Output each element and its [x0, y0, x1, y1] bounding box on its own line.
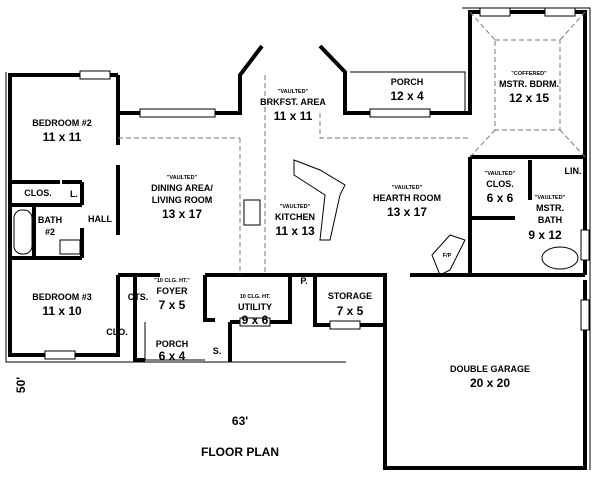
svg-text:6 x 6: 6 x 6: [487, 191, 514, 205]
ceiling-lines: [118, 11, 586, 275]
linen-label: L.: [70, 189, 78, 199]
svg-text:"VAULTED": "VAULTED": [392, 185, 423, 191]
svg-text:10 CLG. HT.: 10 CLG. HT.: [240, 294, 271, 300]
pantry-label: P.: [300, 276, 307, 286]
bath-2-label: BATH: [38, 215, 62, 225]
svg-text:20 x 20: 20 x 20: [470, 376, 510, 390]
depth-dimension: 50': [14, 377, 28, 393]
svg-text:9 x 6: 9 x 6: [242, 313, 269, 327]
vanity: [59, 239, 81, 255]
room-hearth: "VAULTED" HEARTH ROOM 13 x 17: [373, 185, 441, 219]
svg-text:KITCHEN: KITCHEN: [275, 212, 315, 222]
svg-text:13 x 17: 13 x 17: [162, 207, 202, 221]
svg-text:BEDROOM #3: BEDROOM #3: [32, 292, 92, 302]
svg-text:"VAULTED": "VAULTED": [278, 89, 309, 95]
svg-text:CLOS.: CLOS.: [486, 179, 514, 189]
room-breakfast: "VAULTED" BRKFST. AREA 11 x 11: [260, 89, 326, 123]
svg-text:6 x 4: 6 x 4: [159, 349, 186, 363]
room-garage: DOUBLE GARAGE 20 x 20: [450, 364, 530, 390]
cts-label: CTS.: [128, 292, 149, 302]
bathtub: [13, 209, 33, 255]
svg-text:"VAULTED": "VAULTED": [485, 171, 516, 177]
kitchen-island: [293, 159, 346, 241]
room-storage: STORAGE 7 x 5: [328, 291, 372, 318]
closet-label: CLOS.: [24, 188, 52, 198]
room-bedroom-2: BEDROOM #2 11 x 11: [32, 118, 92, 144]
closet-b3-label: CLO.: [106, 327, 128, 337]
svg-text:"COFFERED": "COFFERED": [511, 71, 547, 77]
svg-text:DOUBLE GARAGE: DOUBLE GARAGE: [450, 364, 530, 374]
svg-text:BRKFST. AREA: BRKFST. AREA: [260, 97, 326, 107]
svg-text:11 x 11: 11 x 11: [43, 130, 82, 144]
width-dimension: 63': [232, 414, 248, 428]
svg-text:LIVING ROOM: LIVING ROOM: [152, 195, 213, 205]
room-dining-living: "VAULTED" DINING AREA/ LIVING ROOM 13 x …: [151, 175, 213, 221]
room-foyer: "10 CLG. HT." FOYER 7 x 5: [154, 278, 190, 312]
svg-text:PORCH: PORCH: [156, 339, 189, 349]
fireplace-label: F/P: [443, 253, 452, 259]
room-kitchen: "VAULTED" KITCHEN 11 x 13: [275, 204, 315, 238]
range: [243, 199, 261, 226]
svg-text:MSTR. BDRM.: MSTR. BDRM.: [499, 79, 559, 89]
svg-text:"VAULTED": "VAULTED": [535, 195, 566, 201]
svg-text:"10 CLG. HT.": "10 CLG. HT.": [154, 278, 190, 284]
hall-label: HALL: [88, 214, 112, 224]
svg-text:12 x 4: 12 x 4: [390, 89, 424, 103]
room-utility: 10 CLG. HT. UTILITY 9 x 6: [238, 294, 272, 327]
svg-text:PORCH: PORCH: [391, 77, 424, 87]
room-master-bedroom: "COFFERED" MSTR. BDRM. 12 x 15: [499, 71, 559, 105]
svg-text:STORAGE: STORAGE: [328, 291, 372, 301]
room-labels: BEDROOM #2 11 x 11 CLOS. L. BATH #2 HALL…: [24, 71, 581, 390]
bath-2-number: #2: [45, 227, 55, 237]
svg-text:13 x 17: 13 x 17: [387, 205, 427, 219]
room-master-closet: "VAULTED" CLOS. 6 x 6: [485, 171, 516, 205]
svg-text:12 x 15: 12 x 15: [509, 91, 549, 105]
room-master-bath: "VAULTED" MSTR. BATH 9 x 12: [528, 195, 565, 242]
room-front-porch: PORCH 6 x 4: [156, 339, 189, 363]
windows: [44, 7, 590, 360]
svg-text:11 x 10: 11 x 10: [42, 304, 82, 318]
plan-title: FLOOR PLAN: [201, 445, 279, 459]
svg-text:7 x 5: 7 x 5: [159, 298, 186, 312]
svg-text:HEARTH ROOM: HEARTH ROOM: [373, 193, 441, 203]
svg-text:BEDROOM #2: BEDROOM #2: [32, 118, 92, 128]
svg-text:DINING AREA/: DINING AREA/: [151, 183, 213, 193]
svg-text:7 x 5: 7 x 5: [337, 304, 364, 318]
room-rear-porch: PORCH 12 x 4: [390, 77, 424, 103]
svg-text:UTILITY: UTILITY: [238, 302, 272, 312]
svg-text:11 x 11: 11 x 11: [274, 109, 313, 123]
svg-text:FOYER: FOYER: [156, 286, 188, 296]
svg-text:BATH: BATH: [538, 215, 562, 225]
tub: [541, 246, 579, 270]
svg-text:MSTR.: MSTR.: [536, 203, 564, 213]
svg-text:11 x 13: 11 x 13: [275, 224, 315, 238]
room-bedroom-3: BEDROOM #3 11 x 10: [32, 292, 92, 318]
linen-closet-label: LIN.: [565, 166, 582, 176]
svg-text:"VAULTED": "VAULTED": [167, 175, 198, 181]
fixtures: [13, 159, 579, 276]
svg-text:9 x 12: 9 x 12: [528, 228, 562, 242]
fireplace: [431, 234, 466, 276]
s-label: S.: [213, 346, 222, 356]
svg-text:"VAULTED": "VAULTED": [280, 204, 311, 210]
